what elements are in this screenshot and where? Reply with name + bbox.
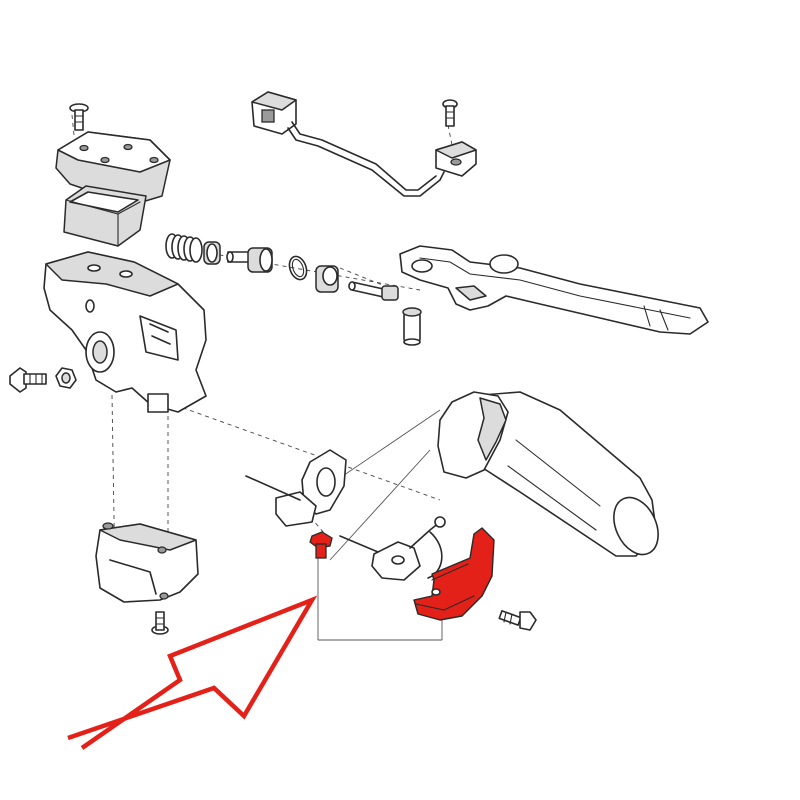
pivot-pin (348, 281, 422, 346)
cover-gasket (63, 185, 147, 247)
brake-light-switch (251, 91, 477, 197)
cover-mounting-screw (498, 610, 537, 631)
mounting-bolt (9, 367, 47, 393)
highlighted-screw (309, 531, 333, 559)
highlighted-cover (413, 527, 495, 621)
indicator-arrow (67, 595, 318, 750)
throttle-grip (437, 391, 659, 557)
bushing (315, 265, 339, 293)
piston-seal (203, 241, 221, 265)
nut (55, 367, 77, 389)
cover-screw (69, 103, 89, 131)
piston (226, 247, 273, 273)
cable-guide (339, 516, 446, 581)
lower-bracket (95, 522, 199, 603)
spring (165, 233, 203, 263)
circlip (288, 255, 308, 281)
brake-lever (399, 245, 709, 335)
bracket-screw (151, 611, 169, 635)
throttle-cable-bracket (245, 449, 347, 527)
master-cylinder-housing (43, 251, 207, 413)
switch-screw (442, 99, 458, 127)
